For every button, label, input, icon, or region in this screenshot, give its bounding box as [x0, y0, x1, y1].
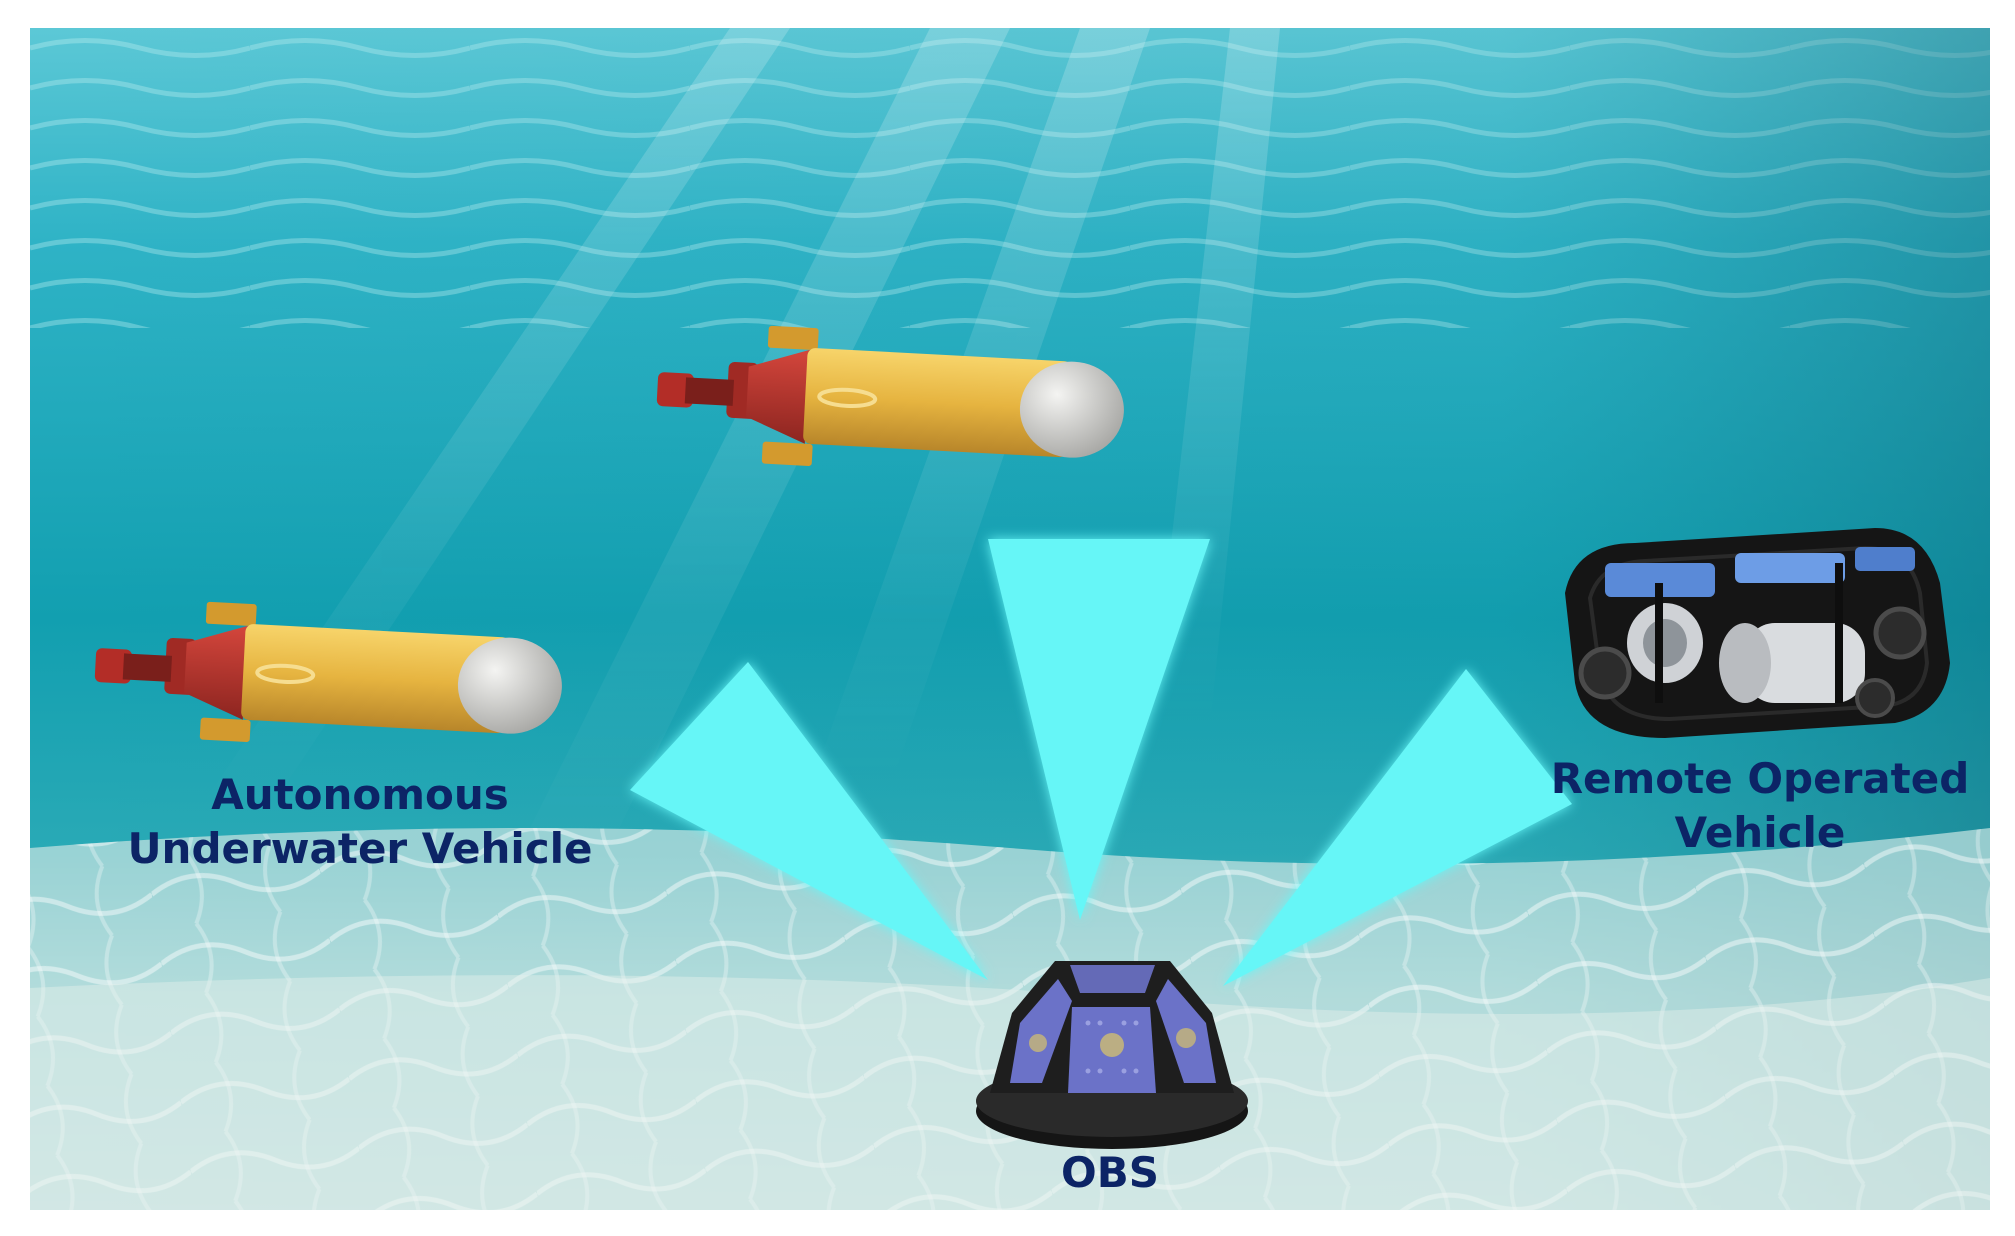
label-auv-line1: Autonomous: [211, 770, 509, 819]
label-auv-line2: Underwater Vehicle: [127, 823, 593, 873]
obs-station-icon: [976, 961, 1248, 1149]
label-remote-operated-vehicle: Remote Operated Vehicle: [1530, 752, 1990, 860]
auv-torpedo-icon: [656, 325, 1124, 466]
underwater-scene: Autonomous Underwater Vehicle Remote Ope…: [30, 28, 1990, 1210]
auv-torpedo-icon: [94, 601, 562, 742]
beam-right: [1223, 669, 1572, 986]
acoustic-beams: [630, 539, 1572, 986]
label-rov-line2: Vehicle: [1674, 807, 1846, 857]
label-rov-line1: Remote Operated: [1550, 754, 1970, 803]
beam-center: [988, 539, 1210, 920]
label-obs-text: OBS: [1061, 1148, 1159, 1197]
seabed: [30, 828, 1990, 1210]
rov-frame-icon: [1565, 528, 1950, 738]
scene-illustration: [30, 28, 1990, 1210]
label-obs: OBS: [1015, 1146, 1205, 1200]
label-autonomous-underwater-vehicle: Autonomous Underwater Vehicle: [80, 768, 640, 876]
beam-left: [630, 662, 988, 980]
